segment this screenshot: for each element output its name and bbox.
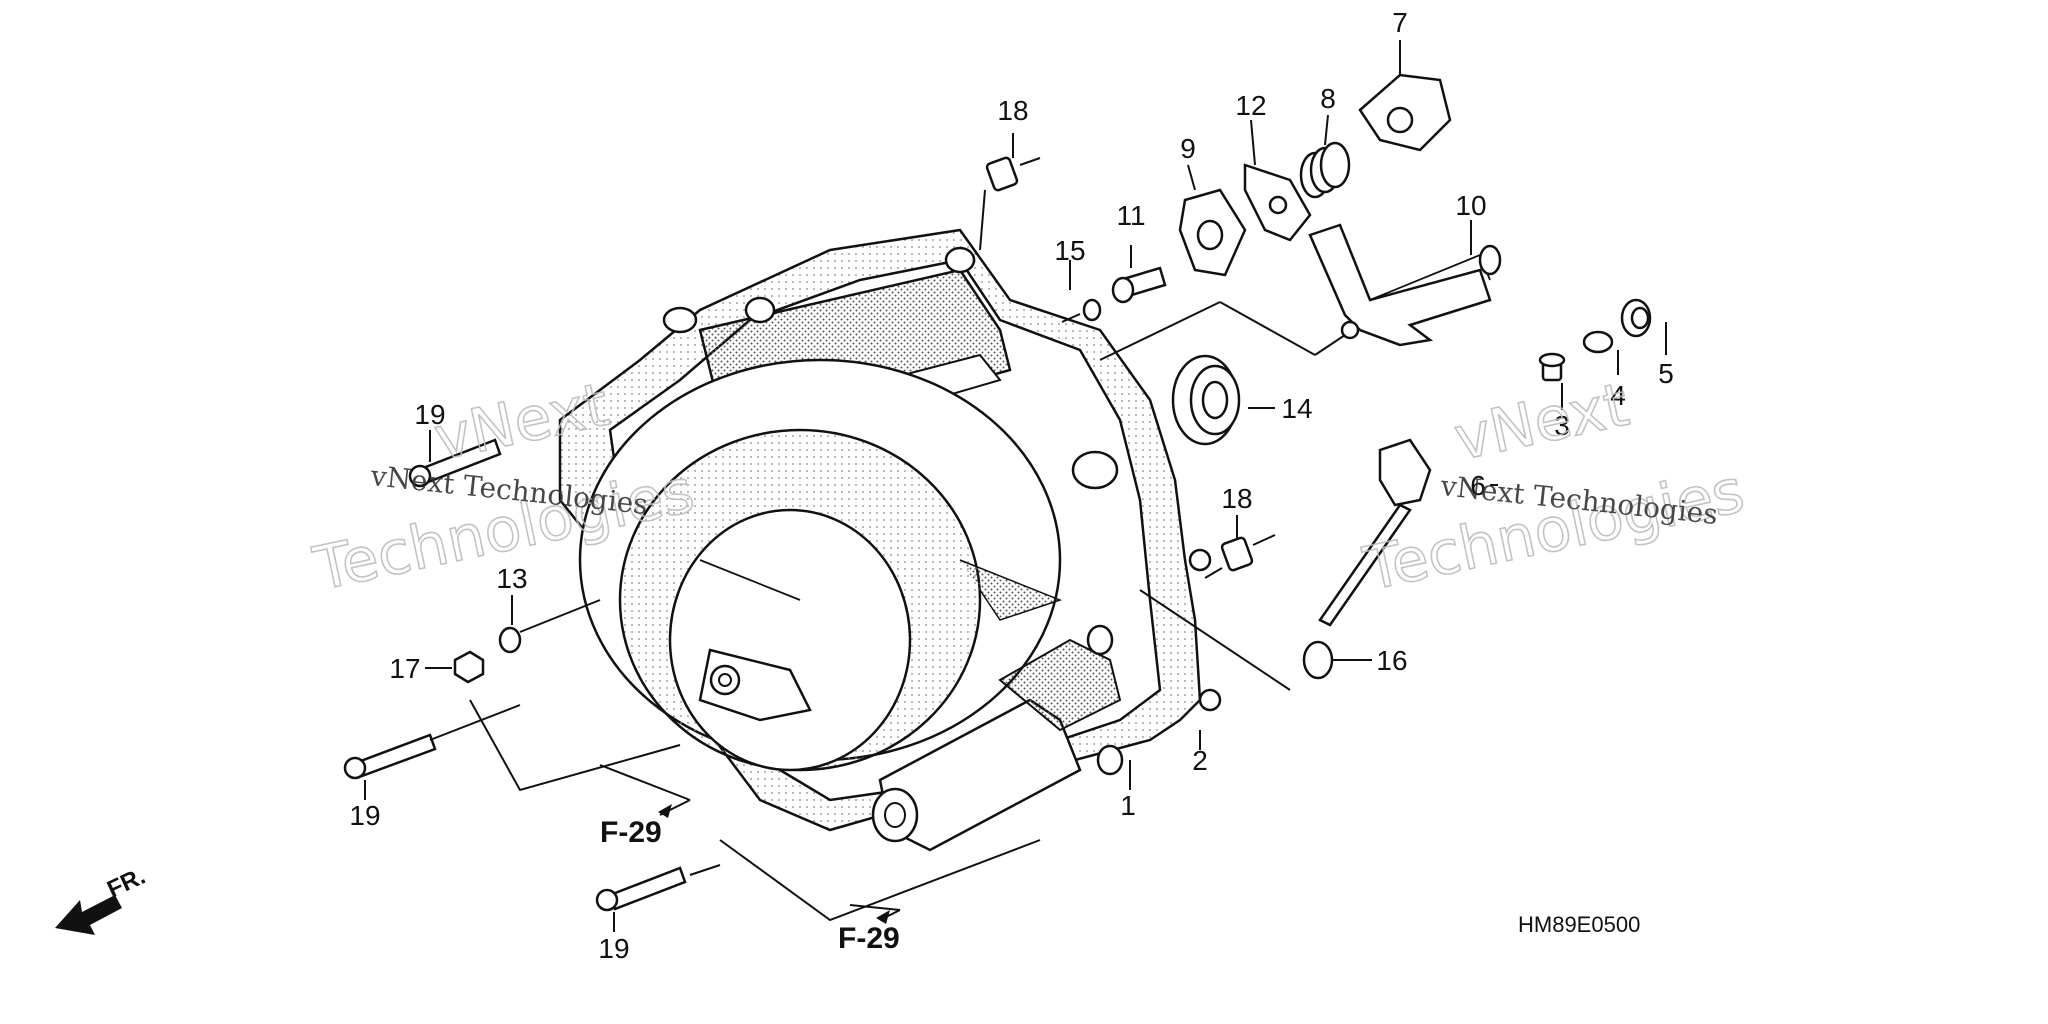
callout-8: 8: [1320, 83, 1336, 114]
callout-19-bottom: 19: [598, 933, 629, 964]
callout-3: 3: [1554, 410, 1570, 441]
callout-14: 14: [1281, 393, 1312, 424]
callout-17: 17: [389, 653, 420, 684]
callout-18-lower: 18: [1221, 483, 1252, 514]
callout-labels: 1 2 3 4 5 6 7 8 9 10 11 12 13 14 15 16 1…: [349, 7, 1673, 964]
dipstick-6: [1318, 438, 1432, 627]
bolt-19-bottom: [595, 864, 721, 912]
callout-11: 11: [1116, 200, 1145, 231]
callout-4: 4: [1610, 380, 1626, 411]
callout-1: 1: [1120, 790, 1136, 821]
collar-18-upper: [979, 156, 1041, 251]
callout-5: 5: [1658, 358, 1674, 389]
callout-15: 15: [1054, 235, 1085, 266]
callout-12: 12: [1235, 90, 1266, 121]
parts-3-4-5: [1538, 298, 1652, 382]
stopper-12: [1243, 163, 1312, 242]
bearing-14: [1171, 354, 1241, 446]
callout-6: 6: [1470, 470, 1486, 501]
diagram-code: HM89E0500: [1518, 912, 1640, 937]
ref-f29-bottom: F-29: [838, 922, 900, 955]
callout-18-upper: 18: [997, 95, 1028, 126]
washer-15: [1061, 298, 1102, 323]
callout-16: 16: [1376, 645, 1407, 676]
callout-7: 7: [1392, 7, 1408, 38]
shaft-10: [1099, 223, 1502, 361]
bolt-19-left: [343, 704, 521, 780]
front-label: FR.: [103, 863, 149, 904]
shifter-7: [1358, 73, 1452, 152]
spring-8: [1299, 141, 1351, 199]
nut-17-washer-13: [453, 599, 601, 684]
callout-19-left: 19: [349, 800, 380, 831]
watermark-big-3: vNext: [1449, 370, 1635, 475]
callout-2: 2: [1192, 745, 1208, 776]
leader-lines: [364, 40, 1667, 932]
callout-9: 9: [1180, 133, 1196, 164]
cam-9: [1178, 188, 1247, 277]
bolt-19-upper-left: [408, 438, 502, 488]
ref-f29-left: F-29: [600, 816, 662, 849]
collar-18-lower: [1204, 534, 1276, 579]
oring-16: [1139, 589, 1334, 691]
callout-10: 10: [1455, 190, 1486, 221]
reference-labels: F-29 F-29: [600, 816, 900, 955]
front-arrow: FR.: [55, 863, 150, 935]
callout-19-upper-left: 19: [414, 399, 445, 430]
bolt-11: [1111, 266, 1167, 304]
ref-lines: [469, 699, 1041, 924]
crankcase-cover: [558, 228, 1222, 852]
callout-13: 13: [496, 563, 527, 594]
